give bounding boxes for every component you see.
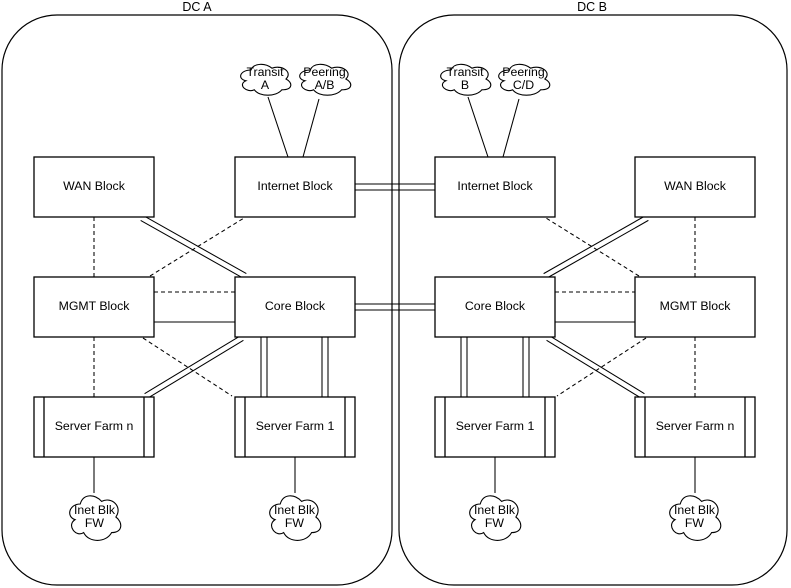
- cloud-dcb-fw-1-icon: [469, 495, 522, 541]
- edge-dcb-mgmt-to-dcb-internet: [545, 217, 640, 277]
- edge-dca-core-to-dca-sfn: [147, 339, 244, 399]
- dca-boundary: [1, 14, 393, 586]
- edge-peering-ab-to-dca-internet: [302, 98, 320, 158]
- edge-dcb-core-to-dcb-sfn: [546, 339, 642, 399]
- edge-transit-a-to-dca-internet: [267, 96, 289, 158]
- cloud-dca-fw-1-icon: [269, 495, 322, 541]
- edge-dca-mgmt-to-dca-sf1: [142, 337, 233, 397]
- node-dcb-sf1: [434, 396, 556, 458]
- cloud-dcb-fw-n-icon: [669, 495, 722, 541]
- edge-dca-mgmt-to-dca-internet: [149, 217, 245, 277]
- edge-transit-b-to-dcb-internet: [467, 96, 489, 158]
- node-dcb-wan: [634, 156, 756, 218]
- edge-dca-wan-to-dca-core: [143, 215, 247, 275]
- dc-b-title: DC B: [577, 0, 607, 14]
- node-dca-wan: [33, 156, 155, 218]
- edge-dcb-core-to-dcb-sfn: [549, 335, 645, 395]
- dc-a-title: DC A: [182, 0, 212, 14]
- edge-dca-core-to-dca-sfn: [144, 335, 241, 395]
- edge-dcb-mgmt-to-dcb-sf1: [556, 337, 647, 397]
- edge-dcb-wan-to-dcb-core: [546, 219, 649, 279]
- cloud-transit-a-icon: [240, 63, 292, 96]
- node-dca-sfn: [33, 396, 155, 458]
- cloud-peering-ab-icon: [299, 63, 352, 96]
- node-dcb-mgmt: [634, 276, 756, 338]
- cloud-transit-b-icon: [440, 63, 492, 96]
- edge-dcb-wan-to-dcb-core: [543, 215, 646, 275]
- node-dca-internet: [234, 156, 356, 218]
- node-dca-mgmt: [33, 276, 155, 338]
- node-dcb-core: [434, 276, 556, 338]
- node-dca-sf1: [234, 396, 356, 458]
- node-dcb-internet: [434, 156, 556, 218]
- edge-peering-cd-to-dcb-internet: [502, 98, 520, 158]
- node-dcb-sfn: [634, 396, 756, 458]
- cloud-peering-cd-icon: [498, 63, 551, 96]
- cloud-dca-fw-n-icon: [69, 495, 122, 541]
- dcb-boundary: [398, 14, 788, 586]
- node-dca-core: [234, 276, 356, 338]
